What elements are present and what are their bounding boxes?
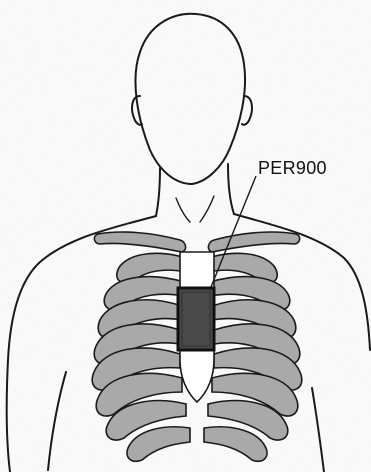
implant-device-icon <box>178 288 214 350</box>
device-label: PER900 <box>258 158 327 179</box>
